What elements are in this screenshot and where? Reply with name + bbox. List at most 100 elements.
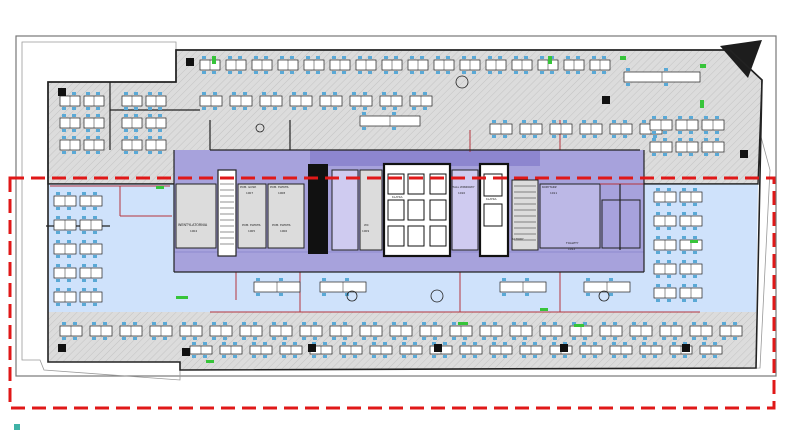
workstation-icon [669, 342, 693, 358]
workstation-icon [319, 278, 367, 296]
corner-mark [14, 424, 20, 430]
floor-outline [47, 49, 763, 371]
label-korytarz: KORYTARZ [542, 185, 557, 189]
workstation-icon [479, 322, 503, 340]
workstation-icon [653, 188, 677, 206]
workstation-icon [485, 56, 507, 74]
workstation-icon [121, 114, 143, 132]
workstation-icon [119, 322, 143, 340]
label-toalety: TOALETY [565, 241, 579, 245]
workstation-icon [381, 56, 403, 74]
workstation-icon [53, 264, 77, 282]
workstation-icon [279, 342, 303, 358]
workstation-icon [389, 322, 413, 340]
workstation-icon [259, 92, 283, 110]
workstation-icon [701, 116, 725, 134]
workstation-icon [659, 322, 683, 340]
workstation-icon [679, 260, 703, 278]
label-wentylatornia: WENTYLATORNIA [178, 223, 208, 227]
workstation-icon [499, 278, 547, 296]
workstation-icon [219, 342, 243, 358]
label-number-7: 1010 [458, 191, 465, 195]
workstation-icon [53, 192, 77, 210]
workstation-icon [339, 342, 363, 358]
label-number-1: 1004 [190, 229, 197, 233]
workstation-layer [53, 56, 743, 358]
workstation-icon [653, 212, 677, 230]
label-number-9: 1012 [568, 247, 575, 251]
label-number-2: 1005 [248, 229, 255, 233]
workstation-icon [289, 92, 313, 110]
workstation-icon [309, 342, 333, 358]
workstation-icon [59, 322, 83, 340]
workstation-icon [679, 284, 703, 302]
workstation-icon [145, 92, 167, 110]
workstation-icon [419, 322, 443, 340]
columns [58, 58, 748, 356]
workstation-icon [83, 92, 105, 110]
label-pom-elektr-left: POM. ELEKTR. [242, 223, 261, 227]
workstation-icon [83, 136, 105, 154]
workstation-icon [149, 322, 173, 340]
workstation-icon [199, 92, 223, 110]
workstation-icon [511, 56, 533, 74]
label-klatka-2: KLATKA [486, 197, 497, 201]
workstation-icon [329, 322, 353, 340]
workstation-icon [145, 114, 167, 132]
workstation-icon [89, 322, 113, 340]
workstation-icon [489, 342, 513, 358]
workstation-icon [121, 136, 143, 154]
workstation-icon [609, 342, 633, 358]
workstation-icon [653, 284, 677, 302]
workstation-icon [599, 322, 623, 340]
workstation-icon [179, 322, 203, 340]
workstation-icon [649, 116, 673, 134]
workstation-icon [623, 68, 701, 86]
workstation-icon [249, 342, 273, 358]
workstation-icon [489, 120, 513, 138]
workstation-icon [689, 322, 713, 340]
workstation-icon [303, 56, 325, 74]
workstation-icon [649, 138, 673, 156]
workstation-icon [675, 116, 699, 134]
workstation-icon [225, 56, 247, 74]
label-number-8: 1011 [550, 191, 557, 195]
workstation-icon [253, 278, 301, 296]
workstation-icon [701, 138, 725, 156]
workstation-icon [509, 322, 533, 340]
workstation-icon [539, 322, 563, 340]
workstation-icon [349, 92, 373, 110]
workstation-icon [239, 322, 263, 340]
workstation-icon [699, 342, 723, 358]
workstation-icon [145, 136, 167, 154]
workstation-icon [639, 342, 663, 358]
workstation-icon [549, 120, 573, 138]
label-pom-gosp: POM. GOSP. [240, 185, 256, 189]
workstation-icon [299, 322, 323, 340]
workstation-icon [369, 342, 393, 358]
highlight-marker [8, 176, 776, 410]
workstation-icon [579, 342, 603, 358]
workstation-icon [563, 56, 585, 74]
workstation-icon [407, 56, 429, 74]
label-number-3: 1006 [280, 229, 287, 233]
workstation-icon [53, 216, 77, 234]
room-labels: WENTYLATORNIA 1004 POM. ELEKTR. 1005 POM… [178, 185, 579, 251]
workstation-icon [53, 288, 77, 306]
workstation-icon [53, 240, 77, 258]
workstation-icon [719, 322, 743, 340]
label-hall-windowy: HALL WINDOWY [452, 185, 475, 189]
label-number-5: 1008 [278, 191, 285, 195]
workstation-icon [653, 260, 677, 278]
workstation-icon [675, 138, 699, 156]
workstation-icon [121, 92, 143, 110]
label-number-6: 1009 [362, 229, 369, 233]
workstation-icon [209, 322, 233, 340]
workstation-icon [59, 136, 81, 154]
label-schody: SCHODY [512, 237, 524, 241]
workstation-icon [79, 192, 103, 210]
workstation-icon [355, 56, 377, 74]
workstation-icon [229, 92, 253, 110]
label-number-4: 1007 [246, 191, 253, 195]
